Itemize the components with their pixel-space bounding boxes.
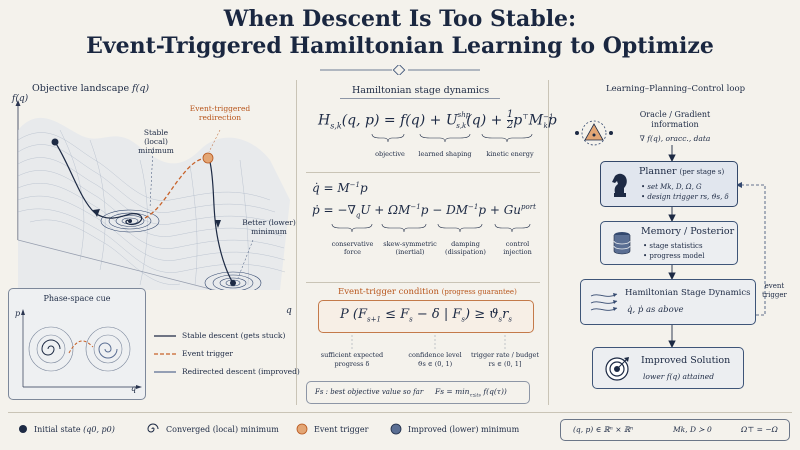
memory-title: Memory / Posterior (641, 226, 735, 237)
flow-lines-icon (590, 293, 618, 311)
objective-landscape (15, 100, 290, 290)
improved-solution-box: Improved Solution lower f(q) attained (592, 347, 744, 389)
planner-bullet-2: • design trigger rs, ϑs, δ (641, 193, 729, 201)
oracle-icon (575, 120, 613, 146)
phase-space-cue-box: Phase-space cue p q (8, 288, 146, 400)
math-def-3: Ω⊤ = −Ω (741, 425, 778, 434)
math-def-2: Mk, D ≻ 0 (673, 425, 712, 434)
phase-axis-p: p (15, 309, 21, 318)
target-icon (605, 357, 629, 381)
redirected-descent-path (209, 161, 234, 284)
note-right: Fs = minτ≤ts f(q(τ)) (435, 387, 507, 399)
initial-state-marker (51, 138, 59, 146)
trigger-connectors (351, 335, 506, 350)
legend-initial-icon (19, 425, 27, 433)
pdot-equation: ṗ = −∇qU + ΩM−1p − DM−1p + Guport (312, 203, 536, 220)
improved-solution-title: Improved Solution (641, 355, 731, 366)
hamiltonian-braces (371, 133, 533, 143)
memory-bullet-1: • stage statistics (643, 242, 703, 250)
trigger-condition-box: P (Fs+1 ≤ Fs − δ | Fs) ≥ ϑsrs (318, 300, 534, 333)
legend-improved: Improved (lower) minimum (408, 425, 520, 434)
legend-event: Event trigger (314, 425, 369, 434)
dynamics-text: q̇, ṗ as above (627, 305, 684, 315)
planner-box: Planner (per stage s) • set Mk, D, Ω, G … (600, 161, 738, 207)
stable-minimum-label: Stable (local) minimum (138, 128, 174, 155)
stage-dynamics-title: Hamiltonian stage dynamics (352, 85, 490, 96)
oracle-text: ∇ f(q), oracc., data (639, 134, 711, 143)
dynamics-title: Hamiltonian Stage Dynamics (625, 288, 751, 298)
label-skew-symmetric: skew-symmetric(inertial) (383, 240, 437, 256)
path-legend-swatches (154, 335, 176, 373)
phase-space-plot (21, 309, 142, 389)
trigger-formula: P (Fs+1 ≤ Fs − δ | Fs) ≥ ϑsrs (340, 307, 512, 324)
planner-bullet-1: • set Mk, D, Ω, G (641, 183, 702, 191)
legend-initial: Initial state (q0, p0) (34, 425, 115, 434)
qdot-equation: q̇ = M−1p (312, 181, 368, 195)
improved-minimum-marker (230, 280, 236, 286)
local-minimum-marker (128, 219, 132, 223)
phase-space-title: Phase-space cue (43, 294, 111, 303)
title-line-1: When Descent Is Too Stable: (223, 6, 577, 32)
math-def-1: (q, p) ∈ ℝⁿ × ℝⁿ (573, 425, 634, 434)
path-legend-stable: Stable descent (gets stuck) (182, 331, 286, 340)
axis-x-label: q (286, 306, 292, 316)
stable-descent-path (54, 141, 143, 226)
axis-y-label: f(q) (12, 94, 29, 104)
loop-title: Learning–Planning–Control loop (606, 84, 746, 94)
chess-knight-icon (612, 173, 627, 197)
event-trigger-path (144, 157, 209, 219)
better-minimum-label: Better (lower) minimum (242, 218, 296, 236)
database-icon (613, 232, 631, 255)
loop-arrows (668, 145, 766, 349)
column-divider-left (296, 80, 297, 405)
trigger-condition-title: Event-trigger condition (progress guaran… (338, 287, 517, 297)
math-definitions-box: (q, p) ∈ ℝⁿ × ℝⁿ Mk, D ≻ 0 Ω⊤ = −Ω (560, 419, 790, 441)
note-left: Fs : best objective value so far (315, 388, 424, 396)
middle-divider-2 (306, 282, 540, 283)
legend-event-icon (296, 423, 308, 435)
bottom-legend: Initial state (q0, p0) Converged (local)… (8, 412, 792, 442)
page-title: When Descent Is Too Stable: Event-Trigge… (0, 6, 800, 60)
best-value-note: Fs : best objective value so far Fs = mi… (306, 381, 530, 404)
middle-divider-1 (306, 172, 540, 173)
title-line-2: Event-Triggered Hamiltonian Learning to … (86, 33, 714, 59)
hamiltonian-dynamics-box: Hamiltonian Stage Dynamics q̇, ṗ as abov… (580, 279, 756, 325)
landscape-panel-label: Objective landscape f(q) (32, 83, 150, 94)
brace-label-objective: objective (375, 150, 405, 158)
brace-label-learned-shaping: learned shaping (418, 150, 472, 158)
memory-bullet-2: • progress model (643, 252, 705, 260)
event-trigger-marker (202, 152, 214, 164)
brace-label-kinetic-energy: kinetic energy (486, 150, 534, 158)
legend-converged: Converged (local) minimum (166, 425, 279, 434)
improved-solution-text: lower f(q) attained (643, 372, 714, 381)
planner-title: Planner (per stage s) (639, 166, 725, 177)
path-legend-event: Event trigger (182, 349, 234, 358)
pdot-braces (331, 223, 531, 233)
label-damping: damping(dissipation) (445, 240, 486, 256)
legend-improved-icon (390, 423, 402, 435)
memory-box: Memory / Posterior • stage statistics • … (600, 221, 738, 265)
event-redirection-label: Event-triggered redirection (189, 104, 251, 122)
title-ornament (320, 65, 480, 75)
phase-axis-q: q (131, 384, 137, 393)
stage-title-underline (340, 98, 500, 99)
path-legend-redirected: Redirected descent (improved) (182, 367, 300, 376)
column-divider-right (548, 80, 549, 405)
legend-converged-icon (147, 423, 159, 433)
